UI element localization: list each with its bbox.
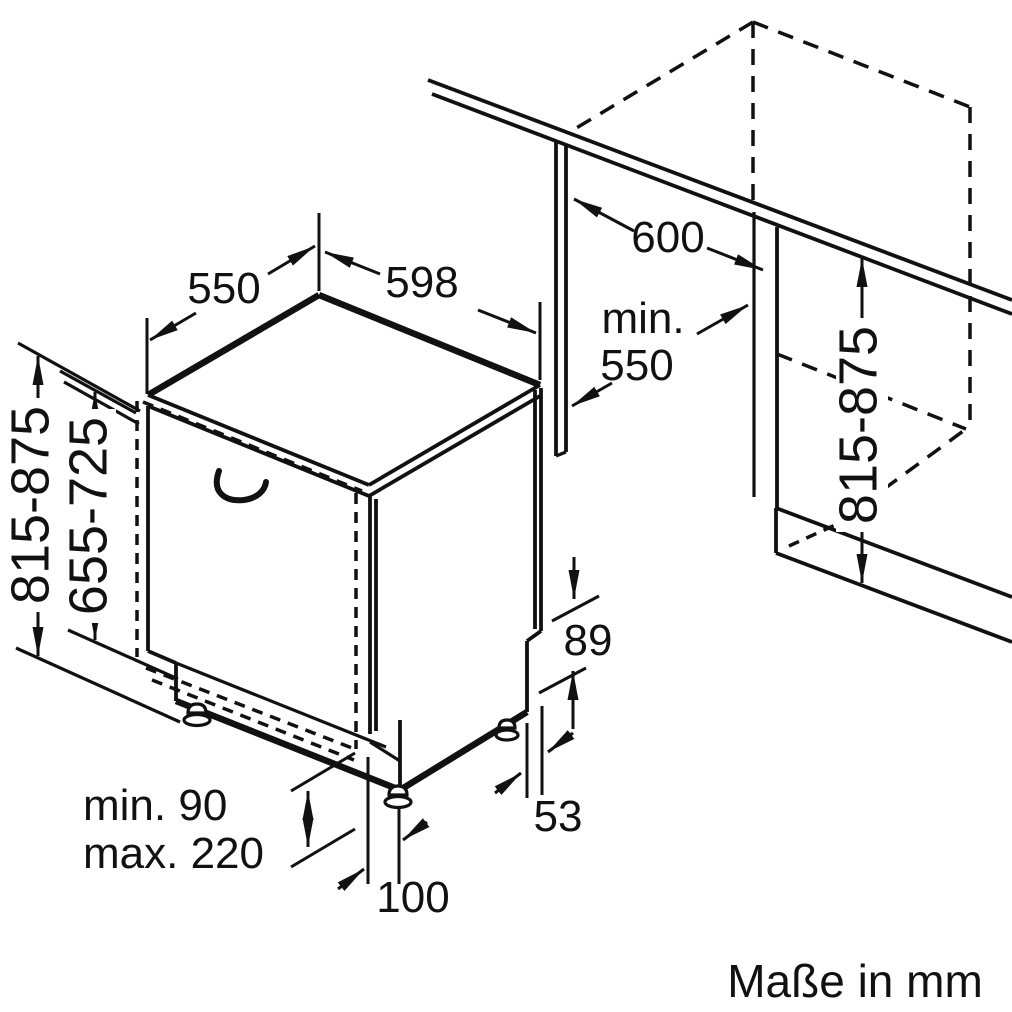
dim-top-width-label: 598: [385, 258, 458, 307]
adjustable-foot: [494, 718, 520, 742]
dim-niche-depth-min-value: 550: [600, 341, 673, 390]
dim-worktop-depth-label: 600: [631, 213, 704, 262]
caption-units: Maße in mm: [727, 955, 983, 1007]
dimension-door-height: 655-725: [58, 392, 118, 640]
dimension-appliance-height: 815-875: [0, 356, 60, 656]
dim-plinth-max-label: max. 220: [83, 829, 264, 878]
dim-top-depth-label: 550: [187, 264, 260, 313]
dim-side-notch-label: 89: [564, 616, 613, 665]
dimension-niche-height: 815-875: [828, 258, 888, 583]
adjustable-foot: [383, 784, 413, 810]
dimension-front-foot-offset: 100: [337, 757, 450, 922]
dimension-top-width: 598: [324, 250, 542, 380]
dim-door-height-label: 655-725: [58, 417, 118, 615]
niche-side-panel: [554, 141, 568, 458]
dim-front-foot-offset-label: 100: [376, 873, 449, 922]
right-plinth: [774, 506, 1012, 644]
reference-lines: [15, 341, 181, 724]
dimension-rear-foot-offset: 53: [494, 706, 583, 841]
dimension-niche-depth: min. 550: [571, 294, 749, 408]
dimension-side-notch: 89: [538, 557, 613, 729]
dimension-plinth-height: min. 90 max. 220: [83, 751, 356, 878]
dim-niche-depth-min-label: min.: [601, 294, 684, 343]
dim-rear-foot-offset-label: 53: [534, 792, 583, 841]
dim-niche-height-label: 815-875: [828, 326, 888, 524]
adjustable-feet: [182, 702, 520, 810]
door-handle: [214, 468, 269, 504]
dimension-worktop-depth: 600: [573, 197, 764, 272]
adjustable-foot: [182, 702, 212, 728]
dim-appliance-height-label: 815-875: [0, 406, 60, 604]
dim-plinth-min-label: min. 90: [83, 781, 227, 830]
worktop: [427, 78, 1012, 316]
dimension-top-depth: 550: [145, 213, 321, 394]
